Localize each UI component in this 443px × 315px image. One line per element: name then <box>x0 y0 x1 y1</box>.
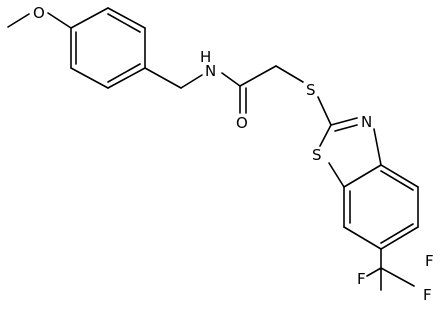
bond-c6-c7 <box>343 226 382 250</box>
atom-f-top: F <box>425 252 434 270</box>
bond-methoxy-o-ring <box>47 12 72 29</box>
bond-c3a-c7a <box>343 164 382 188</box>
atom-amide-n: N <box>205 62 216 80</box>
bond-ring1-e-inner <box>107 13 141 33</box>
bond-s1-c7a <box>328 162 345 188</box>
bond-s-c2 <box>317 96 332 126</box>
bond-ch2-n <box>180 74 203 89</box>
atom-carbonyl-o: O <box>236 114 248 132</box>
bond-ring1-c <box>107 67 146 89</box>
bond-ring-ch2 <box>144 67 182 89</box>
bond-c2-s1 <box>319 124 332 147</box>
bond-c3a-c4 <box>380 164 419 188</box>
atom-f-right: F <box>423 286 432 304</box>
bond-n-carbonyl <box>221 72 241 87</box>
bond-c2-n3-inner <box>334 124 358 132</box>
atom-thioether-s: S <box>306 81 316 99</box>
bond-cf3-f-right <box>380 267 415 287</box>
atom-amide-h: H <box>200 48 211 66</box>
bond-methyl-methoxy-o <box>7 13 30 28</box>
bond-ring1-e <box>107 7 146 29</box>
bond-carbonyl-ch2 <box>239 65 277 87</box>
bond-ring1-f <box>70 7 109 29</box>
bond-ch2-s <box>275 65 304 83</box>
atom-thiazole-n: N <box>361 113 372 131</box>
atom-thiazole-s: S <box>312 146 322 164</box>
bond-cf3-f-left <box>366 267 382 277</box>
bond-c3a-c4-inner <box>380 170 414 191</box>
bond-ring1-b <box>70 67 109 89</box>
atom-f-left: F <box>357 270 366 288</box>
bond-c5-c6 <box>380 226 419 250</box>
bond-n3-c3a <box>373 128 382 166</box>
bond-ring1-c-inner <box>107 63 141 83</box>
bond-c2-n3 <box>330 117 358 126</box>
atom-methoxy-o: O <box>33 4 45 22</box>
bond-c5-c6-inner <box>380 223 414 244</box>
